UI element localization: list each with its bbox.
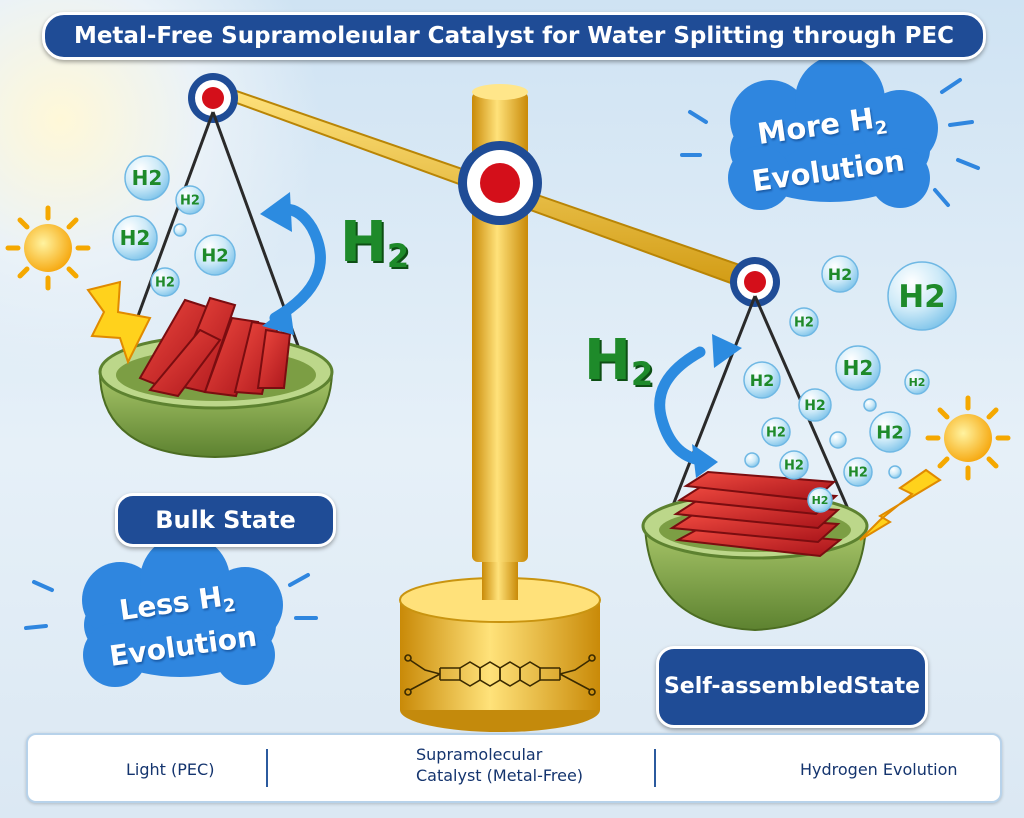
cloud-less-evolution	[82, 535, 283, 687]
h2-bubble-icon	[743, 361, 781, 399]
curved-arrow-head-right	[692, 444, 718, 478]
self-assembled-catalyst-plates	[669, 470, 843, 558]
sun-icon	[5, 205, 91, 291]
h2-bubble-label: H2	[828, 265, 853, 284]
bulk-catalyst-crystals	[138, 296, 292, 398]
h2-bubble-icon	[789, 307, 819, 337]
lightning-icon	[859, 468, 942, 541]
h2-bubble-label: H2	[898, 279, 946, 315]
h2-bubble-icon	[863, 398, 877, 412]
legend-separator	[654, 749, 656, 787]
h2-bubble-label: H2	[848, 465, 868, 480]
h2-bubble-icon	[194, 234, 236, 276]
h2-bubble-label: H2	[784, 458, 804, 473]
h2-bubble-icon	[843, 457, 873, 487]
h2-bubble-icon	[779, 450, 809, 480]
h2-large-label-right: H2	[584, 328, 654, 393]
h2-bubble-icon	[829, 431, 847, 449]
h2-bubble-icon	[869, 411, 911, 453]
center-pivot	[458, 141, 542, 225]
curved-arrow-icon	[269, 203, 326, 324]
curved-arrow-head-left	[260, 192, 292, 232]
h2-bubble-icon	[173, 223, 187, 237]
h2-bubble-icon	[807, 487, 833, 513]
sun-icon	[925, 395, 1011, 481]
legend-light-label: Light (PEC)	[126, 760, 215, 779]
h2-bubble-label: H2	[201, 245, 229, 266]
h2-large-label-left: H2	[340, 210, 410, 275]
h2-bubble-label: H2	[750, 371, 775, 390]
h2-bubble-icon	[175, 185, 205, 215]
lightning-icon	[86, 280, 152, 365]
h2-bubble-icon	[124, 155, 170, 201]
h2-bubble-icon	[887, 261, 957, 331]
curved-arrow-head-right-top	[712, 334, 742, 368]
curved-arrow-icon	[654, 346, 706, 466]
bulk-state-label: Bulk State	[115, 493, 336, 547]
h2-bubble-label: H2	[155, 275, 175, 290]
h2-bubble-icon	[904, 369, 930, 395]
left-pivot	[188, 73, 238, 123]
h2-bubble-label: H2	[804, 398, 825, 414]
h2-bubble-label: H2	[843, 356, 874, 380]
legend-hydrogen-label: Hydrogen Evolution	[800, 760, 958, 779]
legend-separator	[266, 749, 268, 787]
h2-bubble-icon	[761, 417, 791, 447]
cloud-more-evolution	[728, 55, 938, 210]
h2-bubble-icon	[112, 215, 158, 261]
page-title: Metal-Free Supramoleıular Catalyst for W…	[42, 12, 986, 60]
h2-bubble-label: H2	[766, 425, 786, 440]
h2-bubble-label: H2	[180, 193, 200, 208]
h2-bubble-icon	[835, 345, 881, 391]
h2-bubble-label: H2	[120, 226, 151, 250]
right-pivot	[730, 257, 780, 307]
h2-bubble-icon	[150, 267, 180, 297]
h2-bubble-icon	[888, 465, 902, 479]
molecule-structure-icon	[404, 654, 596, 696]
h2-bubble-label: H2	[876, 422, 904, 443]
cloud-dash-marks	[24, 78, 980, 630]
balance-base	[399, 555, 601, 732]
h2-bubble-label: H2	[132, 166, 163, 190]
h2-bubble-label: H2	[812, 494, 829, 507]
h2-bubble-icon	[821, 255, 859, 293]
h2-bubble-label: H2	[794, 315, 814, 330]
h2-bubble-label: H2	[909, 376, 926, 389]
h2-bubble-icon	[798, 388, 832, 422]
h2-bubble-icon	[744, 452, 760, 468]
curved-arrow-head-left-base	[262, 305, 294, 335]
